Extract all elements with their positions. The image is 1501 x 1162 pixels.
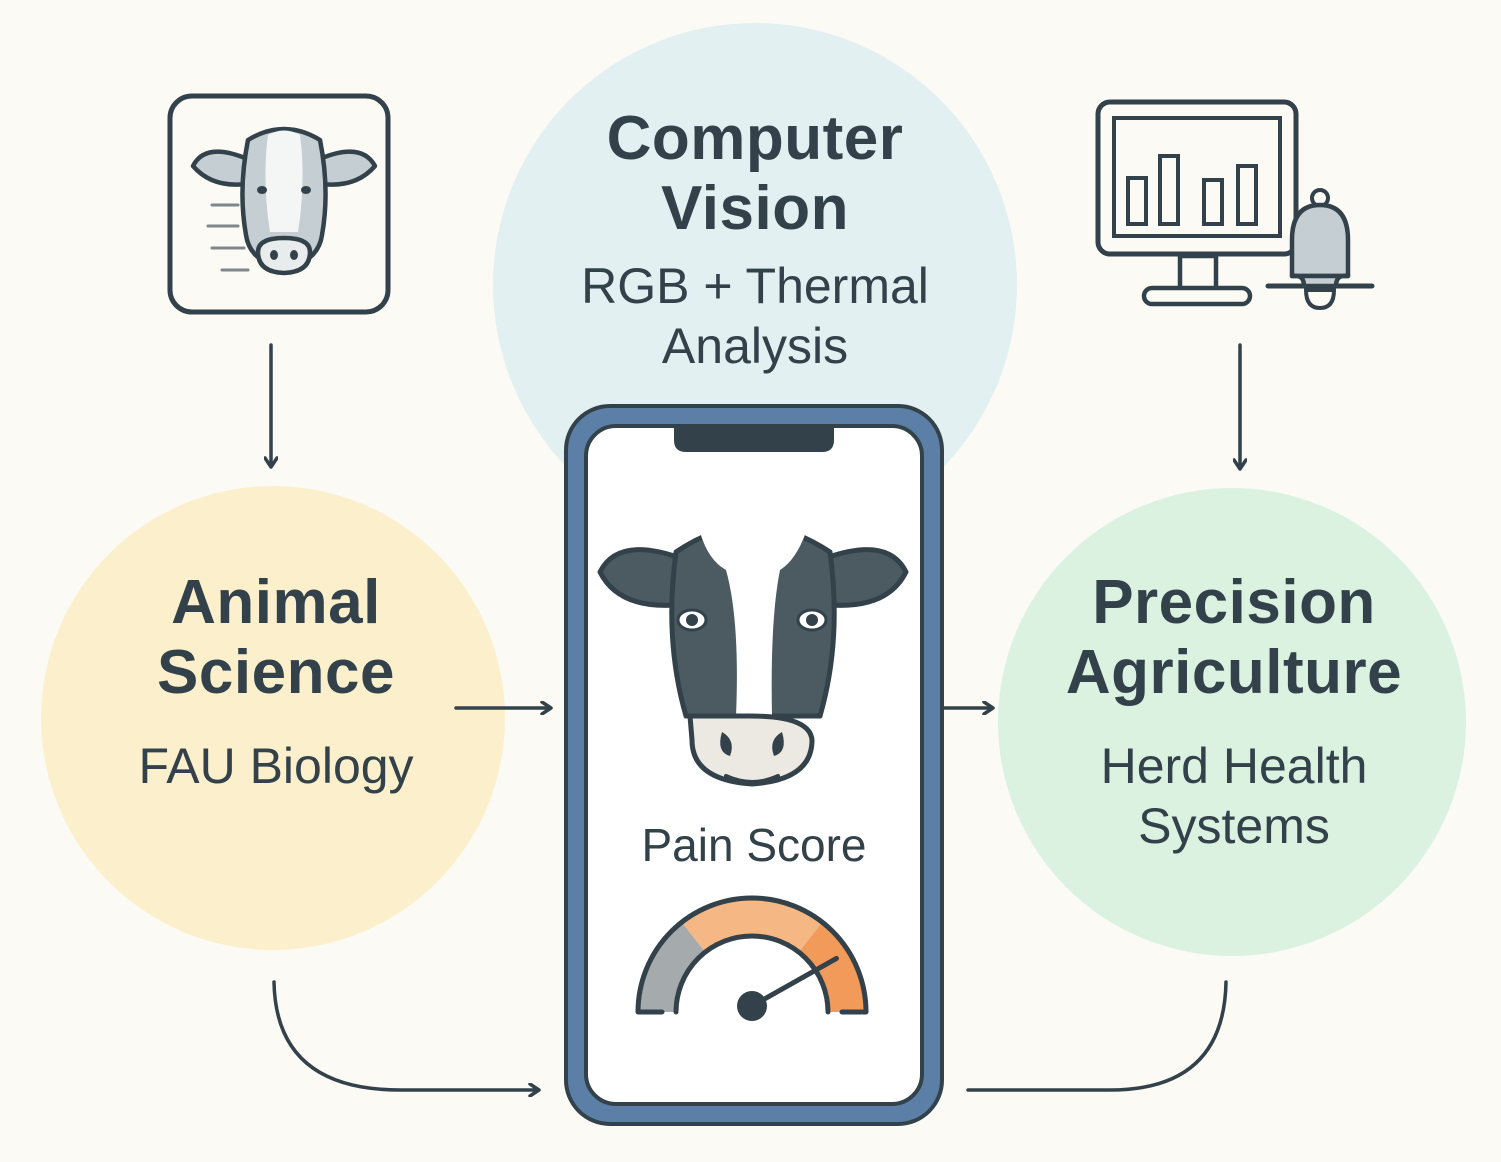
connector-phone-to-precision-agriculture xyxy=(966,980,1228,1092)
precision-agriculture-subtitle-line-2: Systems xyxy=(1138,798,1330,854)
computer-vision-title-line-1: Computer xyxy=(606,104,904,173)
precision-agriculture-title-line-2: Agriculture xyxy=(1065,638,1403,707)
curved-arrow-animal-science-to-phone xyxy=(272,980,538,1090)
gauge-band-low xyxy=(637,922,706,1012)
animal-science-subtitle: FAU Biology xyxy=(138,738,414,794)
computer-vision-subtitle-line-2: Analysis xyxy=(661,318,849,374)
animal-science-circle xyxy=(41,486,505,950)
phone-notch xyxy=(674,428,834,452)
animal-science-title: Animal Science xyxy=(76,568,476,708)
pain-gauge-icon xyxy=(635,895,869,1021)
pain-score-label: Pain Score xyxy=(641,819,867,871)
computer-vision-title-line-2: Vision xyxy=(661,174,849,243)
gauge-hub xyxy=(737,991,767,1021)
gauge-band-high xyxy=(798,922,866,1012)
precision-agriculture-circle xyxy=(998,488,1466,956)
monitor-chart-alert-icon xyxy=(1095,99,1375,311)
cow-eyes xyxy=(676,608,828,632)
bell-icon xyxy=(1265,188,1375,311)
computer-vision-title: Computer Vision xyxy=(555,104,955,244)
phone-cow-face-icon xyxy=(597,519,909,787)
animal-science-title-line-2: Science xyxy=(157,638,395,707)
computer-vision-subtitle: RGB + Thermal Analysis xyxy=(500,256,1010,376)
precision-agriculture-title-line-1: Precision xyxy=(1092,568,1376,637)
gauge-needle xyxy=(749,955,839,1009)
precision-agriculture-title: Precision Agriculture xyxy=(1024,568,1444,708)
gauge-band-mid xyxy=(681,898,823,953)
precision-agriculture-subtitle: Herd Health Systems xyxy=(1034,736,1434,856)
cow-face-icon xyxy=(167,93,391,315)
gauge-outline xyxy=(635,895,869,1015)
animal-science-title-line-1: Animal xyxy=(171,568,381,637)
precision-agriculture-subtitle-line-1: Herd Health xyxy=(1100,738,1368,794)
computer-vision-subtitle-line-1: RGB + Thermal xyxy=(581,258,929,314)
